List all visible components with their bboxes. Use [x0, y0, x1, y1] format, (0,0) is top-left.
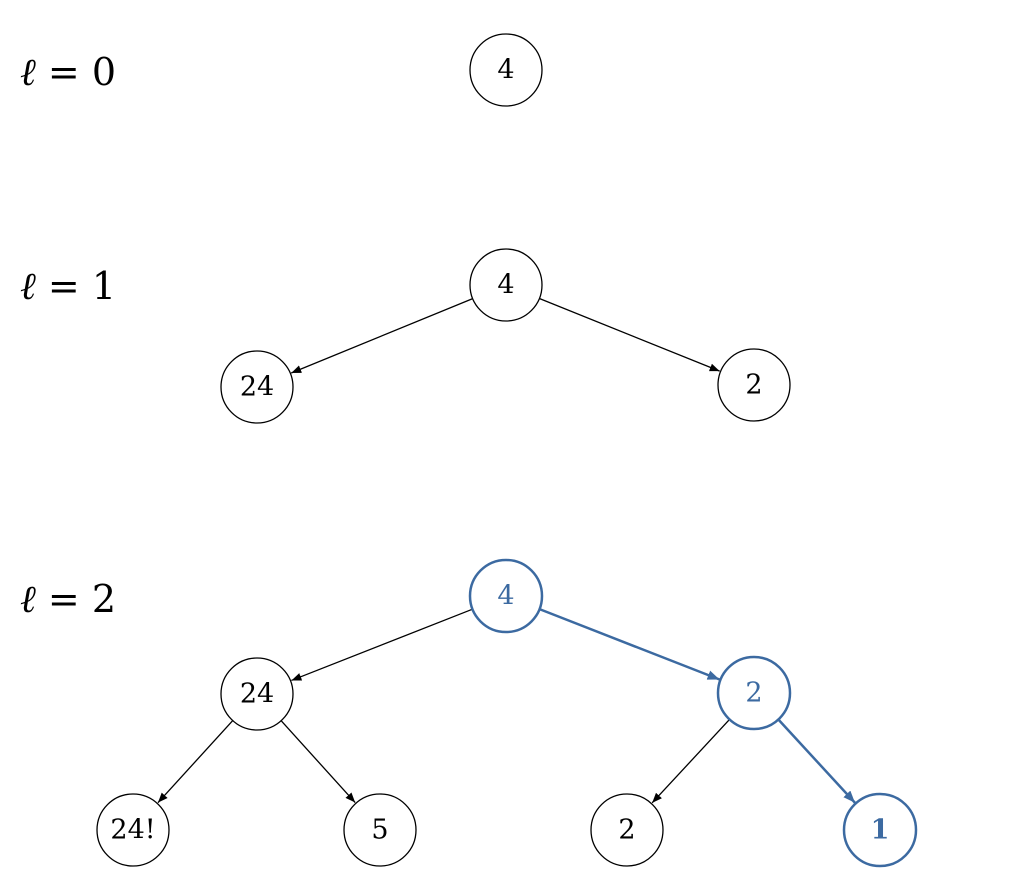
node-circle [468, 558, 544, 634]
edge-l2-root-to-l2-right [539, 607, 720, 681]
tree-node-l2-root: 4 [468, 558, 544, 634]
node-circle [469, 248, 543, 322]
tree-node-l2-ll: 24! [96, 793, 170, 867]
node-label: 4 [497, 55, 514, 86]
tree-node-l2-lr: 5 [343, 793, 417, 867]
level-label-2: ℓ = 2 [20, 580, 116, 618]
edge-l1-root-to-l1-left [290, 298, 473, 374]
level-equals: = [35, 577, 92, 621]
level-equals: = [35, 50, 92, 94]
edge-l2-left-to-l2-lr [280, 720, 356, 803]
level-equals: = [35, 264, 92, 308]
node-label: 24 [240, 679, 274, 710]
edge-l2-right-to-l2-rr [777, 718, 856, 804]
level-label-1: ℓ = 1 [20, 267, 116, 305]
level-symbol: ℓ [20, 50, 36, 94]
tree-node-l1-left: 24 [220, 350, 294, 424]
node-circle [96, 793, 170, 867]
tree-node-l0-root: 4 [469, 33, 543, 107]
node-circle [842, 792, 918, 868]
node-label: 24! [110, 815, 155, 846]
tree-node-l2-rl: 2 [590, 793, 664, 867]
edge-l2-root-to-l2-left [291, 608, 473, 682]
node-circle [343, 793, 417, 867]
tree-node-l1-root: 4 [469, 248, 543, 322]
level-symbol: ℓ [20, 577, 36, 621]
node-label: 2 [745, 370, 762, 401]
node-label: 2 [745, 678, 762, 709]
level-value: 0 [91, 50, 117, 94]
node-label: 2 [618, 815, 635, 846]
tree-node-l2-right: 2 [716, 655, 792, 731]
node-label: 4 [497, 270, 514, 301]
edge-l1-root-to-l1-right [539, 297, 720, 372]
node-label: 5 [371, 815, 388, 846]
edge-l2-left-to-l2-ll [157, 720, 234, 804]
node-circle [717, 348, 791, 422]
level-value: 2 [91, 577, 117, 621]
level-symbol: ℓ [20, 264, 36, 308]
tree-node-l1-right: 2 [717, 348, 791, 422]
node-circle [716, 655, 792, 731]
level-value: 1 [91, 264, 117, 308]
node-label: 24 [240, 372, 274, 403]
node-label: 1 [871, 815, 890, 846]
level-label-0: ℓ = 0 [20, 53, 116, 91]
edge-l2-right-to-l2-rl [651, 718, 731, 804]
tree-node-l2-left: 24 [220, 657, 294, 731]
tree-node-l2-rr: 1 [842, 792, 918, 868]
node-circle [220, 350, 294, 424]
node-circle [220, 657, 294, 731]
node-label: 4 [497, 581, 514, 612]
node-circle [590, 793, 664, 867]
node-circle [469, 33, 543, 107]
edges-layer [157, 297, 856, 804]
